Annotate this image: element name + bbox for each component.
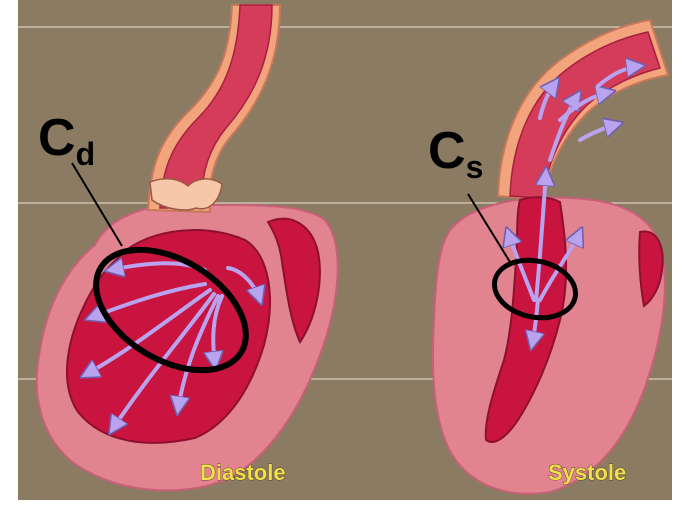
label-c-systole-subscript: s [466, 149, 484, 185]
systole-caption: Systole [548, 460, 626, 485]
label-c-diastole-subscript: d [76, 136, 96, 172]
label-c-systole-base: C [428, 122, 466, 180]
label-c-diastole-base: C [38, 109, 76, 167]
diastole-caption: Diastole [200, 460, 286, 485]
